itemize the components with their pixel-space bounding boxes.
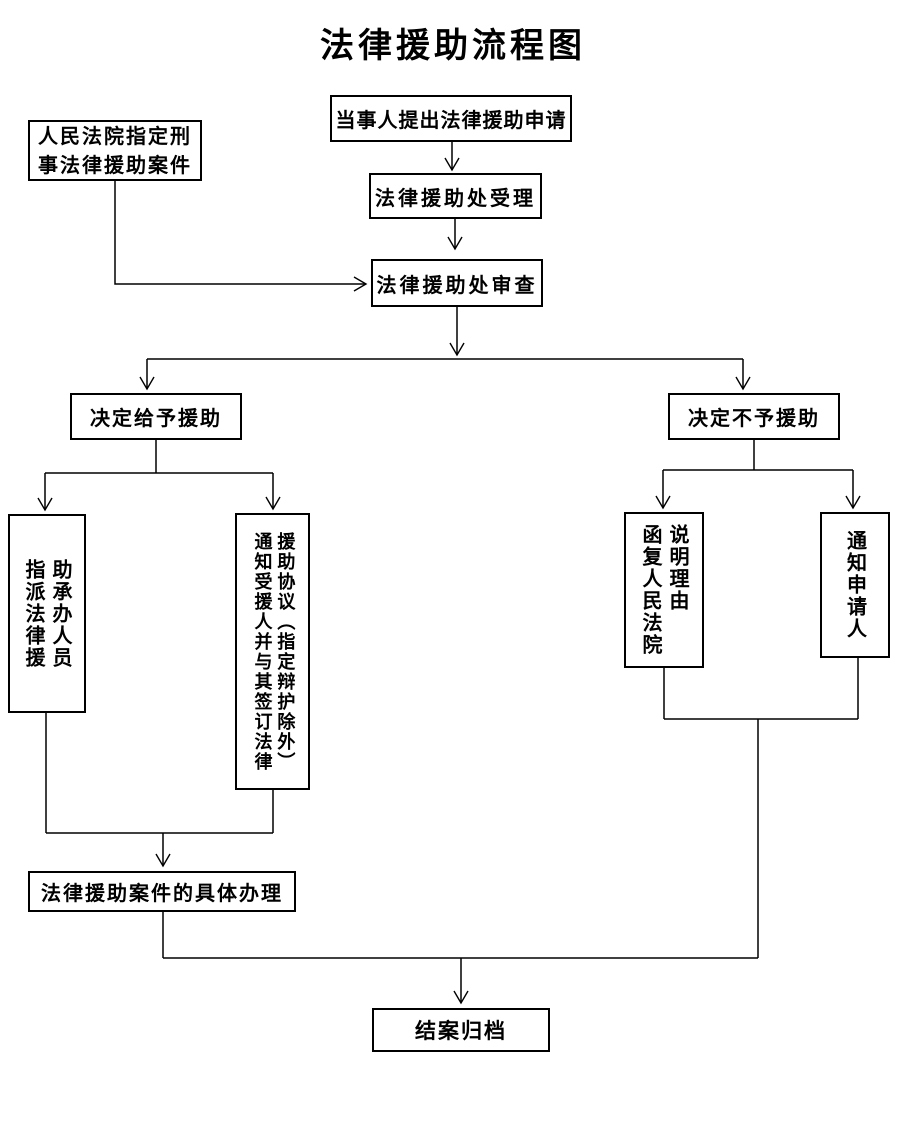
node-legal-aid-office-accepts: 法律援助处受理 [369, 173, 542, 219]
node-vertical-column-2: 说明理由 [666, 524, 690, 612]
node-case-specific-handling: 法律援助案件的具体办理 [28, 871, 296, 912]
node-label: 结案归档 [415, 1019, 507, 1043]
node-label: 法律援助处审查 [376, 272, 538, 297]
node-label: 当事人提出法律援助申请 [335, 108, 567, 132]
node-notify-and-sign-agreement: 通知受援人并与其签订法律 援助协议（指定辩护除外） [235, 513, 310, 790]
node-notify-applicant: 通知申请人 [820, 512, 890, 658]
node-label: 决定不予援助 [688, 406, 820, 430]
node-legal-aid-office-reviews: 法律援助处审查 [371, 259, 543, 307]
node-vertical-column-2: 助承办人员 [49, 558, 73, 669]
node-court-designated-case: 人民法院指定刑 事法律援助案件 [28, 120, 202, 181]
node-reply-court-with-reasons: 函复人民法院 说明理由 [624, 512, 704, 668]
node-close-and-archive: 结案归档 [372, 1008, 550, 1052]
node-text-line-2: 事法律援助案件 [38, 152, 192, 177]
node-decide-grant-aid: 决定给予援助 [70, 393, 242, 440]
node-application-submitted: 当事人提出法律援助申请 [330, 95, 572, 142]
node-label: 法律援助处受理 [375, 185, 536, 210]
node-vertical-column-1: 通知受援人并与其签订法律 [251, 531, 273, 772]
node-vertical-column-1: 通知申请人 [843, 530, 868, 640]
node-decide-deny-aid: 决定不予援助 [668, 393, 840, 440]
node-label: 决定给予援助 [90, 406, 222, 430]
page-title: 法律援助流程图 [320, 26, 586, 66]
node-assign-personnel: 指派法律援 助承办人员 [8, 514, 86, 713]
node-vertical-column-2: 援助协议（指定辩护除外） [274, 531, 296, 772]
connector-court-to-review [114, 181, 368, 292]
node-vertical-column-1: 函复人民法院 [639, 524, 663, 656]
node-label: 法律援助案件的具体办理 [41, 881, 283, 905]
node-vertical-column-1: 指派法律援 [22, 558, 46, 669]
node-text-line-1: 人民法院指定刑 [38, 123, 192, 148]
